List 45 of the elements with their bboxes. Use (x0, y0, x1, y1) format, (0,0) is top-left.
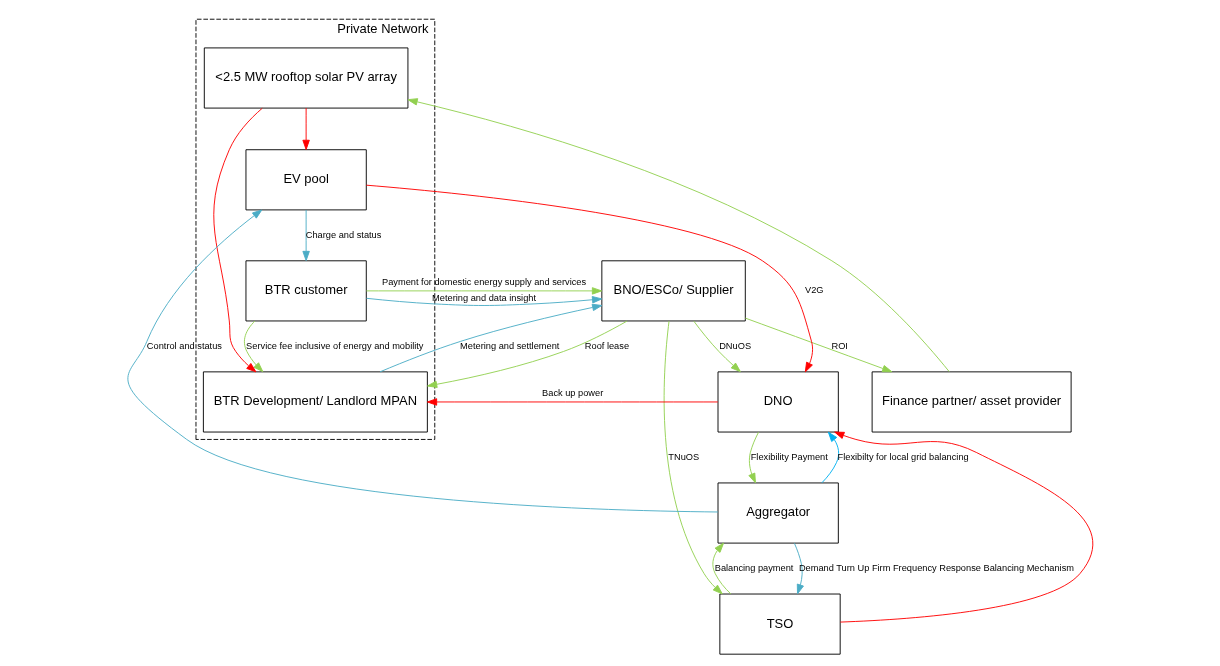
edge-label: ROI (831, 340, 848, 351)
arrow (744, 317, 892, 373)
edge-label: Service fee inclusive of energy and mobility (245, 340, 424, 351)
arrow (793, 542, 804, 595)
arrow (301, 107, 310, 150)
node-box: BTR Development/ Landlord MPAN (202, 371, 428, 433)
arrow (663, 320, 723, 595)
node-box: TSO (718, 593, 841, 655)
arrow (426, 320, 627, 388)
edge-label: Flexibilty for local grid balancing (837, 451, 969, 462)
edge-label: Control and status (146, 340, 222, 351)
arrow (407, 98, 950, 373)
edge-label: Demand Turn Up Firm Frequency Response Balancing Mechanism (798, 562, 1074, 573)
edge-label: DNuOS (718, 340, 751, 351)
arrow (243, 320, 263, 373)
arrow (365, 184, 813, 373)
node-box: Aggregator (717, 482, 839, 544)
edge-label: V2G (804, 285, 824, 296)
arrow (426, 398, 718, 406)
edge-label: Balancing payment (714, 562, 793, 573)
edge-label: Roof lease (584, 340, 629, 351)
arrow (365, 296, 602, 306)
arrow (126, 209, 718, 513)
edge-label: Metering and data insight (431, 293, 536, 304)
node-box: EV pool (245, 149, 367, 211)
arrow (711, 542, 731, 595)
edge-label: Back up power (541, 388, 603, 399)
arrow (365, 287, 602, 295)
edge-label: TNuOS (667, 451, 699, 462)
arrow (379, 303, 602, 373)
edge-label: Metering and settlement (459, 340, 559, 351)
node-box: <2.5 MW rooftop solar PV array (203, 47, 408, 109)
arrow (692, 320, 741, 373)
arrow (212, 107, 263, 373)
edge-label: Payment for domestic energy supply and services (381, 277, 586, 288)
node-box: BNO/ESCo/ Supplier (600, 260, 746, 322)
edge-label: Charge and status (305, 229, 381, 240)
arrow (747, 431, 759, 484)
arrow (833, 431, 1093, 623)
edge-label: Flexibility Payment (750, 451, 828, 462)
arrow (301, 209, 310, 262)
arrow (820, 431, 839, 484)
node-box: Finance partner/ asset provider (871, 371, 1072, 433)
node-box: BTR customer (245, 260, 367, 322)
node-box: DNO (717, 371, 839, 433)
